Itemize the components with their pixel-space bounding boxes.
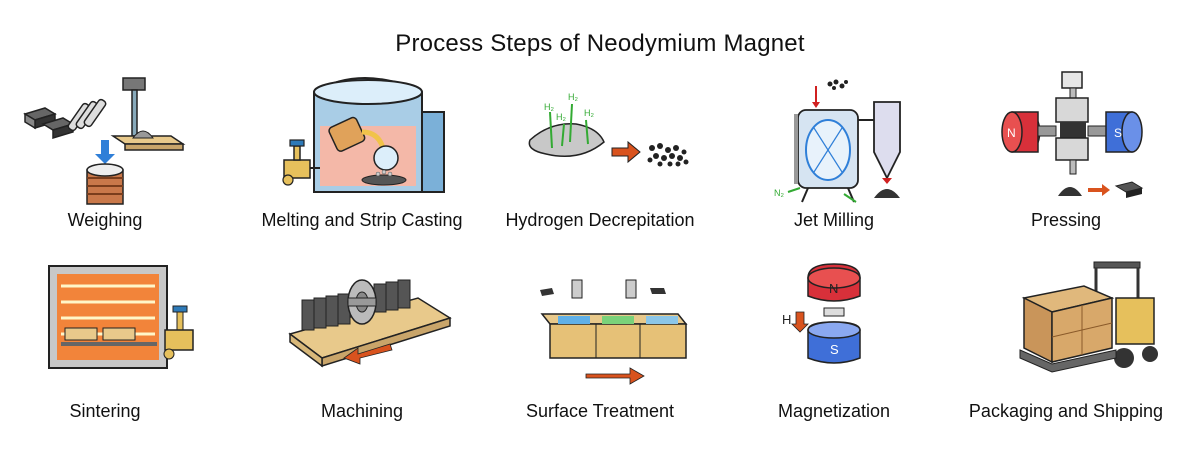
svg-text:S: S — [830, 342, 839, 357]
svg-text:H₂: H₂ — [556, 112, 566, 122]
step-label: Machining — [320, 401, 404, 421]
svg-text:H: H — [782, 312, 791, 327]
step-label: Weighing — [67, 210, 143, 230]
step-label: Melting and Strip Casting — [261, 210, 463, 230]
hydrogen-decrepitation-icon: H₂ H₂ H₂ H₂ — [528, 92, 689, 167]
step-label: Hydrogen Decrepitation — [505, 210, 695, 230]
svg-text:N: N — [829, 281, 838, 296]
step-label: Sintering — [69, 401, 141, 421]
svg-text:H₂: H₂ — [568, 92, 578, 102]
machining-icon — [288, 279, 452, 368]
svg-text:S: S — [1114, 126, 1122, 140]
weighing-icon — [23, 77, 186, 205]
magnetization-icon: N S H — [782, 263, 861, 364]
svg-text:N: N — [1007, 126, 1016, 140]
surface-treatment-icon — [540, 279, 688, 385]
step-label: Jet Milling — [793, 210, 875, 230]
step-label: Pressing — [1030, 210, 1102, 230]
sintering-furnace-icon — [48, 265, 194, 369]
forklift-boxes-icon — [1019, 261, 1158, 373]
diagram-title: Process Steps of Neodymium Magnet — [395, 30, 805, 57]
svg-text:N₂: N₂ — [774, 188, 784, 198]
step-label: Surface Treatment — [525, 401, 675, 421]
step-label: Packaging and Shipping — [968, 401, 1164, 421]
step-label: Magnetization — [777, 401, 891, 421]
press-icon: N S — [1001, 71, 1144, 198]
svg-text:H₂: H₂ — [584, 108, 594, 118]
melting-furnace-icon — [282, 77, 445, 193]
jet-mill-icon: N₂ — [774, 79, 901, 203]
svg-text:H₂: H₂ — [544, 102, 554, 112]
